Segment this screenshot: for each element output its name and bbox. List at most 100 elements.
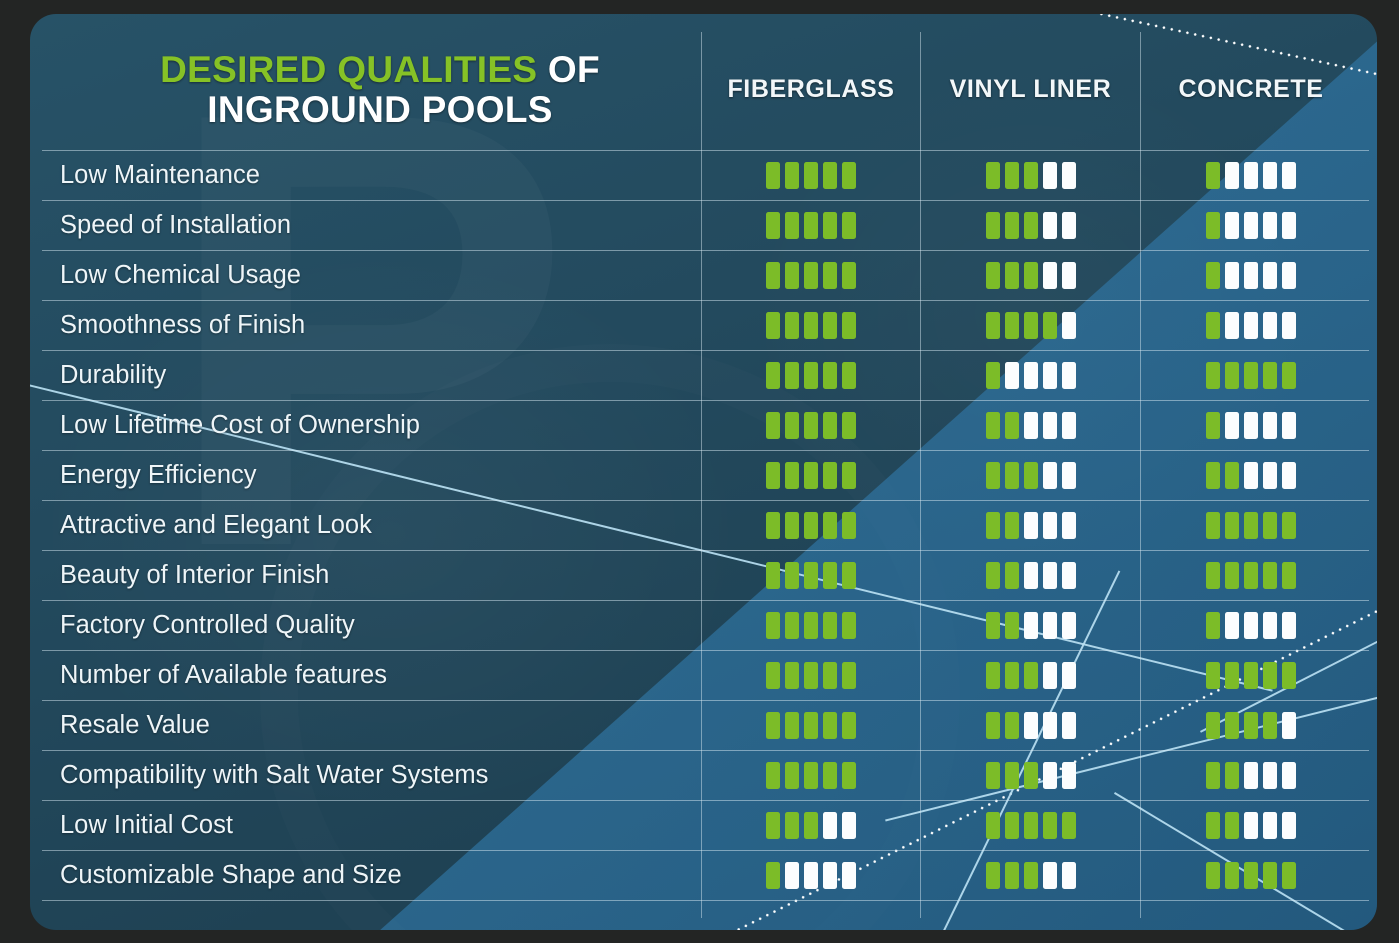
- rating-bar: [823, 361, 837, 389]
- rating-bar: [1004, 361, 1019, 389]
- rating-bar: [1042, 461, 1057, 489]
- column-header-vinyl-liner: VINYL LINER: [949, 74, 1112, 103]
- rating-fiberglass: [702, 800, 920, 850]
- table-row: Low Initial Cost: [30, 800, 1377, 850]
- rating-bar: [785, 511, 799, 539]
- rating-bar: [985, 811, 1000, 839]
- rating-bar: [1206, 711, 1220, 739]
- row-label: Compatibility with Salt Water Systems: [60, 760, 489, 789]
- rating-bar: [1042, 661, 1057, 689]
- rating-vinyl-liner: [921, 800, 1140, 850]
- rating-bar: [1061, 861, 1076, 889]
- rating-bar: [1004, 861, 1019, 889]
- rating-bar: [1282, 211, 1296, 239]
- rating-bar: [1225, 661, 1239, 689]
- rating-bar: [1206, 661, 1220, 689]
- rating-bar: [1225, 461, 1239, 489]
- rating-bar: [766, 711, 780, 739]
- rating-bar: [985, 511, 1000, 539]
- rating-bar: [1244, 661, 1258, 689]
- rating-concrete: [1141, 400, 1361, 450]
- table-row: Low Chemical Usage: [30, 250, 1377, 300]
- rating-vinyl-liner: [921, 650, 1140, 700]
- rating-bar: [985, 761, 1000, 789]
- rating-bar: [985, 661, 1000, 689]
- rating-bar: [804, 761, 818, 789]
- rating-bar: [804, 211, 818, 239]
- rating-bar: [1225, 761, 1239, 789]
- rating-bar: [985, 211, 1000, 239]
- rating-bar: [1282, 661, 1296, 689]
- rating-bar: [1225, 361, 1239, 389]
- rating-bar: [1023, 461, 1038, 489]
- rating-bar: [1042, 311, 1057, 339]
- rating-bar: [785, 861, 799, 889]
- rating-bar: [1263, 811, 1277, 839]
- row-divider: [42, 250, 1369, 251]
- rating-bar: [1206, 461, 1220, 489]
- rating-bar: [1004, 561, 1019, 589]
- rating-bar: [1023, 611, 1038, 639]
- rating-bar: [842, 261, 856, 289]
- rating-bar: [1023, 861, 1038, 889]
- rating-bar: [785, 561, 799, 589]
- rating-bar: [1004, 161, 1019, 189]
- row-divider: [42, 700, 1369, 701]
- rating-concrete: [1141, 200, 1361, 250]
- table-row: Low Lifetime Cost of Ownership: [30, 400, 1377, 450]
- rating-bar: [1061, 261, 1076, 289]
- rating-bar: [785, 761, 799, 789]
- rating-bar: [985, 361, 1000, 389]
- rating-bar: [1282, 161, 1296, 189]
- rating-bar: [823, 611, 837, 639]
- rating-vinyl-liner: [921, 200, 1140, 250]
- row-label: Low Chemical Usage: [60, 260, 301, 289]
- rating-bar: [804, 361, 818, 389]
- rating-bar: [804, 661, 818, 689]
- table-header: DESIRED QUALITIES OF INGROUND POOLS FIBE…: [30, 14, 1377, 150]
- rating-bar: [1225, 211, 1239, 239]
- row-divider: [42, 850, 1369, 851]
- header-divider: [42, 150, 1369, 151]
- rating-vinyl-liner: [921, 500, 1140, 550]
- row-divider: [42, 800, 1369, 801]
- rating-bar: [804, 711, 818, 739]
- rating-bar: [1004, 461, 1019, 489]
- rating-bar: [804, 311, 818, 339]
- row-label: Attractive and Elegant Look: [60, 510, 372, 539]
- rating-bar: [1042, 261, 1057, 289]
- rating-bar: [1225, 261, 1239, 289]
- rating-bar: [1282, 861, 1296, 889]
- rating-bar: [1004, 611, 1019, 639]
- rating-vinyl-liner: [921, 350, 1140, 400]
- rating-bar: [1061, 211, 1076, 239]
- rating-bar: [1282, 361, 1296, 389]
- rating-concrete: [1141, 700, 1361, 750]
- rating-bar: [1225, 711, 1239, 739]
- rating-bar: [1263, 511, 1277, 539]
- row-divider: [42, 300, 1369, 301]
- rating-concrete: [1141, 250, 1361, 300]
- rating-bar: [1004, 661, 1019, 689]
- rating-bar: [842, 561, 856, 589]
- rating-vinyl-liner: [921, 300, 1140, 350]
- rating-fiberglass: [702, 350, 920, 400]
- rating-fiberglass: [702, 700, 920, 750]
- rating-fiberglass: [702, 650, 920, 700]
- rating-bar: [766, 461, 780, 489]
- title-emphasis: DESIRED QUALITIES: [160, 49, 538, 91]
- rating-bar: [804, 161, 818, 189]
- rating-bar: [766, 811, 780, 839]
- rating-concrete: [1141, 800, 1361, 850]
- rating-bar: [842, 461, 856, 489]
- rating-concrete: [1141, 350, 1361, 400]
- rating-bar: [785, 811, 799, 839]
- rating-fiberglass: [702, 750, 920, 800]
- rating-bar: [766, 211, 780, 239]
- rating-bar: [1282, 461, 1296, 489]
- rating-bar: [1023, 211, 1038, 239]
- rating-bar: [823, 511, 837, 539]
- rating-fiberglass: [702, 200, 920, 250]
- rating-vinyl-liner: [921, 700, 1140, 750]
- rating-bar: [1206, 761, 1220, 789]
